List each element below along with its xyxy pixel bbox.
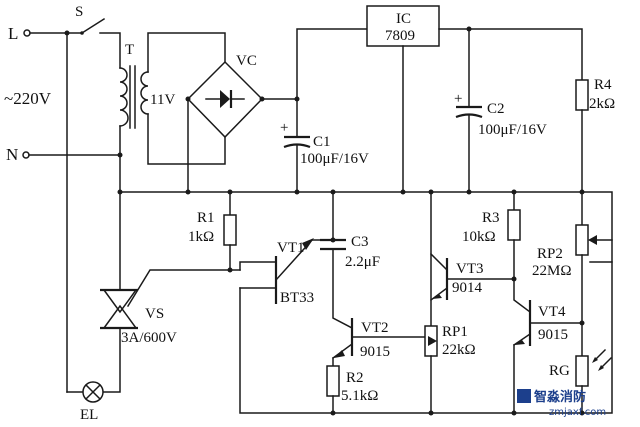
mains-voltage-label: ~220V (4, 89, 52, 108)
transistor-vt2: VT2 9015 (331, 318, 426, 360)
switch-label: S (75, 4, 83, 20)
capacitor-c2: + C2 100μF/16V (454, 28, 547, 193)
rg-label: RG (549, 363, 570, 379)
bus-wire (117, 152, 613, 263)
wire-neutral (28, 125, 121, 156)
switch-s: S (75, 4, 106, 35)
r3-value: 10kΩ (462, 229, 496, 245)
capacitor-c1: + C1 100μF/16V (280, 98, 369, 193)
vt2-part: 9015 (360, 344, 390, 360)
vs-rating: 3A/600V (121, 330, 177, 346)
vt4-label: VT4 (538, 304, 566, 320)
watermark: 智淼消防 zmjaxf.com (517, 389, 606, 418)
ic-name: IC (396, 11, 411, 27)
resistor-r2: R2 5.1kΩ (326, 365, 378, 404)
c1-value: 100μF/16V (300, 151, 369, 167)
c3-value: 2.2μF (345, 254, 380, 270)
bridge-rectifier: VC (185, 53, 265, 139)
bridge-label: VC (236, 53, 257, 69)
potentiometer-rp2: RP2 22MΩ (532, 224, 613, 279)
c1-plus: + (280, 120, 288, 136)
transformer-secondary-label: 11V (150, 92, 175, 108)
vs-label: VS (145, 306, 164, 322)
rp2-label: RP2 (537, 246, 563, 262)
mains-line-terminal (23, 29, 31, 37)
r4-value: 2kΩ (589, 96, 615, 112)
vt3-part: 9014 (452, 280, 483, 296)
mains-neutral-terminal (22, 151, 30, 159)
triac-vs: VS 3A/600V (100, 269, 241, 346)
vt1-label: VT1 (277, 240, 305, 256)
watermark-name: 智淼消防 (534, 389, 586, 405)
c2-plus: + (454, 91, 462, 107)
r2-value: 5.1kΩ (341, 388, 378, 404)
vt3-label: VT3 (456, 261, 484, 277)
photoresistor-rg: RG (549, 348, 613, 387)
capacitor-c3: C3 2.2μF (320, 234, 380, 270)
r4-label: R4 (594, 77, 612, 93)
c3-label: C3 (351, 234, 369, 250)
rp1-value: 22kΩ (442, 342, 476, 358)
watermark-url: zmjaxf.com (549, 407, 606, 418)
transistor-vt3: VT3 9014 (429, 252, 515, 302)
c2-label: C2 (487, 101, 505, 117)
regulator-ic: IC 7809 (366, 5, 440, 47)
transformer-label: T (125, 42, 134, 58)
c1-label: C1 (313, 134, 331, 150)
resistor-r1: R1 1kΩ (188, 210, 237, 246)
wire-line (29, 30, 121, 393)
ic-part: 7809 (385, 28, 415, 44)
c2-value: 100μF/16V (478, 122, 547, 138)
mains-line-label: L (8, 24, 18, 43)
vt2-label: VT2 (361, 320, 389, 336)
rp1-label: RP1 (442, 324, 468, 340)
mains-input: L ~220V N (4, 24, 52, 164)
transistor-vt4: VT4 9015 (512, 300, 583, 414)
lamp-label: EL (80, 407, 98, 423)
r1-value: 1kΩ (188, 229, 214, 245)
vt4-part: 9015 (538, 327, 568, 343)
transformer: T 11V (119, 42, 175, 129)
rp2-value: 22MΩ (532, 263, 572, 279)
r1-label: R1 (197, 210, 215, 226)
potentiometer-rp1: RP1 22kΩ (424, 324, 476, 358)
lamp-el: EL (80, 381, 104, 423)
mains-neutral-label: N (6, 145, 18, 164)
resistor-r4: R4 2kΩ (575, 77, 615, 112)
r3-label: R3 (482, 210, 500, 226)
transistor-vt1: VT1 BT33 (239, 238, 334, 414)
vt1-part: BT33 (280, 290, 314, 306)
resistor-r3: R3 10kΩ (462, 209, 521, 245)
r2-label: R2 (346, 370, 364, 386)
